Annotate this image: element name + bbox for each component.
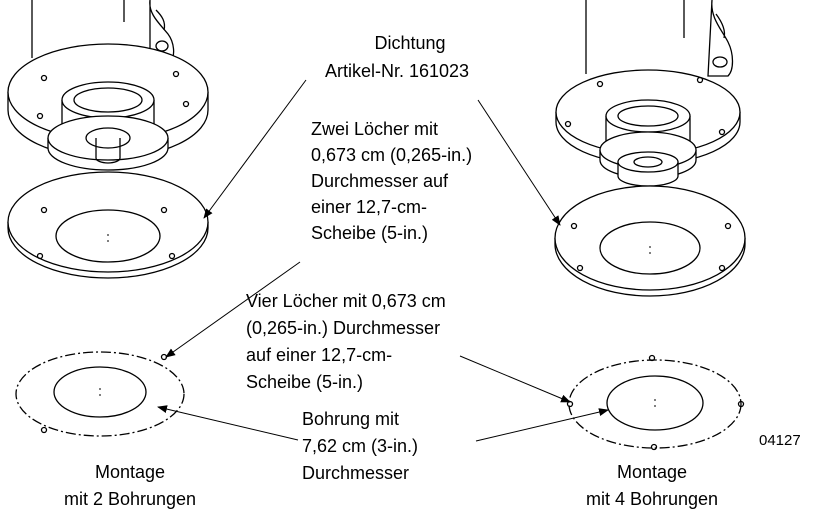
four-holes-leader: [459, 355, 571, 403]
left-flange-assembly: [7, 0, 209, 171]
left-mount-label-line2: mit 2 Bohrungen: [63, 489, 197, 509]
bore-line: Durchmesser: [302, 463, 410, 483]
right-mount-label-line2: mit 4 Bohrungen: [585, 489, 719, 509]
left-mount-label-line1: Montage: [94, 462, 166, 482]
four-holes-line: (0,265-in.) Durchmesser: [246, 318, 441, 338]
bore-leader-right: [475, 408, 609, 442]
right-gasket-disk: [554, 185, 746, 297]
right-flange-assembly: [555, 0, 741, 187]
two-holes-line: Scheibe (5-in.): [311, 223, 429, 243]
gasket-leader-right: [477, 99, 561, 226]
four-holes-line: auf einer 12,7-cm-: [246, 345, 393, 365]
gasket-leader-left: [203, 79, 307, 219]
bore-leader-left: [157, 405, 299, 441]
gasket-title-label: Dichtung: [374, 33, 446, 53]
four-holes-line: Scheibe (5-in.): [246, 372, 364, 392]
gasket-part-number-label: Artikel-Nr. 161023: [324, 61, 470, 81]
left-mount-pattern: [15, 351, 185, 437]
figure-id: 04127: [759, 432, 801, 449]
two-holes-line: Durchmesser auf: [311, 171, 449, 191]
bore-line: Bohrung mit: [302, 409, 400, 429]
two-holes-line: 0,673 cm (0,265-in.): [311, 145, 473, 165]
four-holes-line: Vier Löcher mit 0,673 cm: [246, 291, 446, 311]
two-holes-line: einer 12,7-cm-: [311, 197, 428, 217]
two-holes-line: Zwei Löcher mit: [311, 119, 439, 139]
bore-line: 7,62 cm (3-in.): [302, 436, 419, 456]
right-mount-label-line1: Montage: [616, 462, 688, 482]
two-holes-leader: [165, 261, 301, 358]
left-gasket-disk: [7, 171, 209, 279]
right-mount-pattern: [566, 354, 745, 451]
